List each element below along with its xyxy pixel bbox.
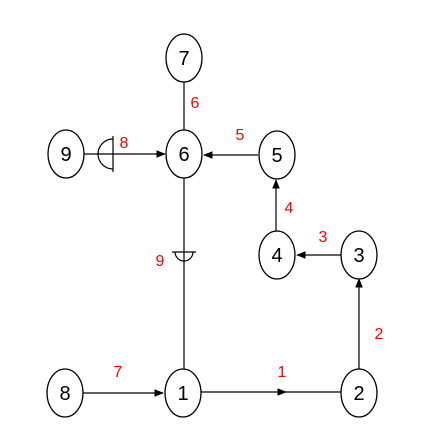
edge-label-2: 2 [375, 326, 384, 343]
edge-8-switch-symbol [97, 136, 114, 172]
node-8: 8 [46, 368, 84, 418]
edge-label-6: 6 [191, 95, 200, 112]
node-4: 4 [258, 230, 296, 280]
node-7-label: 7 [178, 48, 189, 70]
edge-label-3: 3 [319, 229, 328, 246]
node-2: 2 [340, 368, 378, 418]
edges [83, 82, 363, 397]
node-1: 1 [164, 368, 202, 418]
edge-label-9: 9 [156, 253, 165, 270]
node-6-label: 6 [178, 144, 189, 166]
node-3: 3 [340, 230, 378, 280]
node-8-label: 8 [59, 383, 70, 405]
node-9-label: 9 [60, 144, 71, 166]
edge-9-switch-symbol [172, 251, 196, 262]
edge-label-5: 5 [236, 127, 245, 144]
edge-label-8: 8 [120, 135, 129, 152]
edge-label-1: 1 [278, 364, 287, 381]
node-4-label: 4 [271, 245, 282, 267]
edge-label-7: 7 [114, 364, 123, 381]
node-2-label: 2 [353, 383, 364, 405]
node-5: 5 [258, 130, 296, 180]
node-3-label: 3 [353, 245, 364, 267]
node-7: 7 [165, 33, 203, 83]
node-5-label: 5 [271, 145, 282, 167]
node-6: 6 [165, 129, 203, 179]
edge-label-4: 4 [285, 200, 294, 217]
edge-labels: 1 2 3 4 5 6 7 8 9 [114, 95, 384, 381]
node-1-label: 1 [177, 383, 188, 405]
node-9: 9 [47, 129, 85, 179]
